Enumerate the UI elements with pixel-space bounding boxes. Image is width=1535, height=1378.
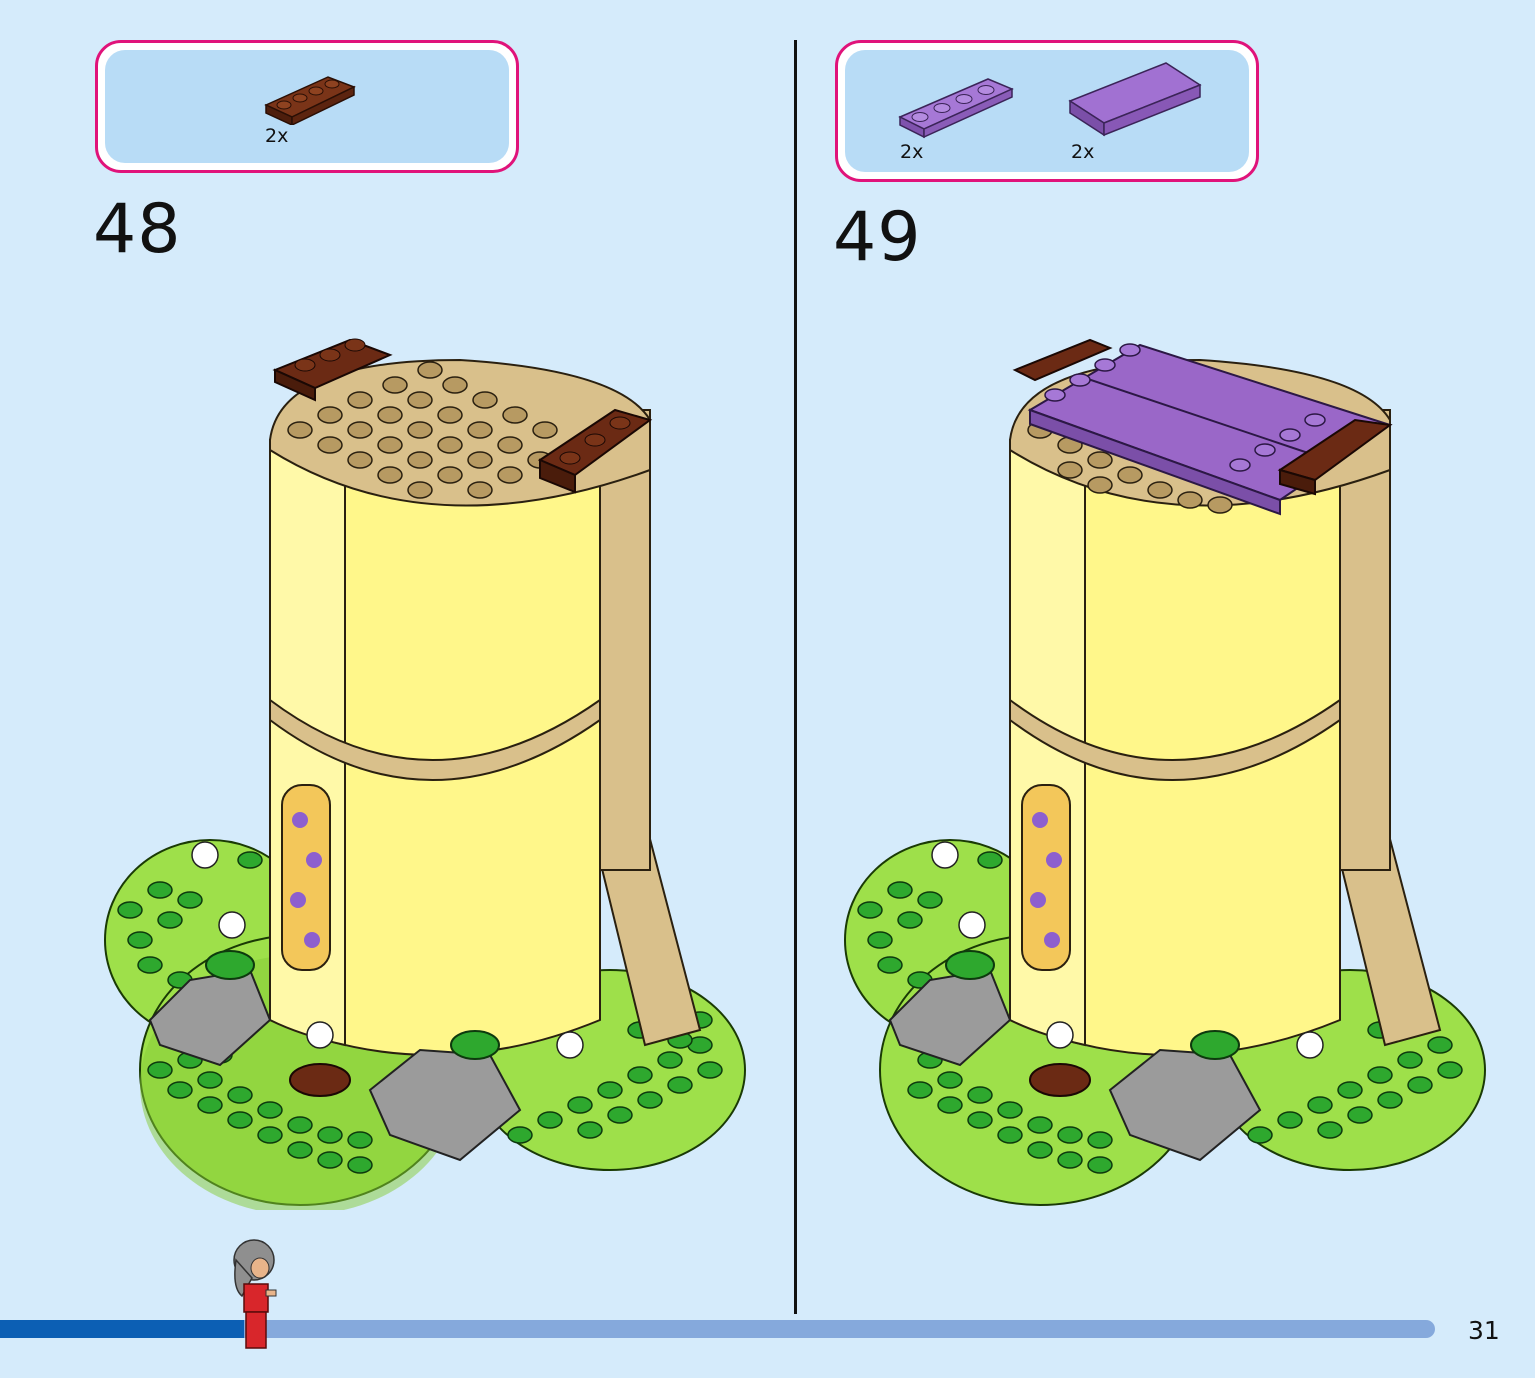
- model-illustration-step-49: [844, 338, 1486, 1206]
- brown-plates: [272, 338, 653, 494]
- tan-studs: [287, 361, 558, 499]
- part-quantity: 2x: [265, 125, 289, 147]
- lavender-tile-2x4-icon: [1068, 62, 1202, 137]
- progress-bar-fill: [0, 1320, 244, 1338]
- lavender-plate-1x4-icon: [898, 78, 1014, 139]
- flowers: [191, 841, 584, 1059]
- step-number-49: 49: [833, 198, 922, 277]
- parts-callout-step-49: 2x 2x: [835, 40, 1259, 182]
- step-number-48: 48: [93, 190, 182, 269]
- part-quantity: 2x: [900, 141, 924, 163]
- part-quantity: 2x: [1071, 141, 1095, 163]
- brown-plates: [1012, 338, 1393, 496]
- flowers: [931, 841, 1324, 1059]
- lavender-plates: [1044, 343, 1326, 472]
- minifigure-progress-marker-icon: [233, 1239, 277, 1349]
- green-studs: [117, 851, 723, 1174]
- page-divider: [794, 40, 797, 1314]
- parts-callout-step-48: 2x: [95, 40, 519, 173]
- rocks: [148, 950, 522, 1162]
- brown-plate-1x4-icon: [264, 76, 356, 125]
- page-number: 31: [1468, 1316, 1500, 1345]
- model-illustration-step-48: [104, 338, 746, 1210]
- rocks: [888, 950, 1262, 1162]
- progress-bar-track: [0, 1320, 1435, 1338]
